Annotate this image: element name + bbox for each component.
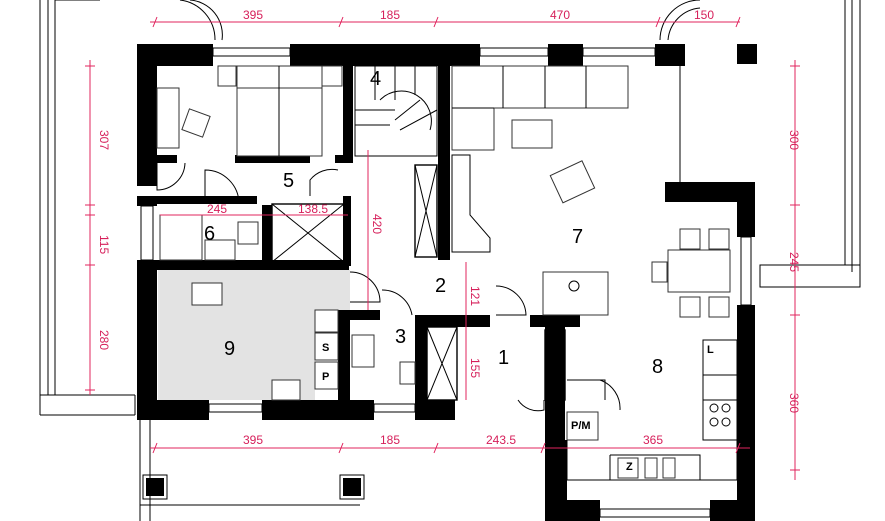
terrace-arcs [39,0,861,521]
appliance-z-label: Z [626,461,633,473]
walls [137,44,757,521]
dim-420: 420 [370,214,384,234]
dim-top-2: 185 [380,8,400,22]
room-9-label: 9 [224,338,235,360]
appliance-p-label: P [322,371,329,383]
room-6-label: 6 [204,223,215,245]
dim-top-1: 395 [243,8,263,22]
living-room-furniture [451,65,629,316]
room-numbers: 1 2 3 4 5 6 7 8 9 [204,68,663,378]
dining-set [651,228,731,318]
dim-left-1: 307 [97,130,111,150]
appliance-l-label: L [707,344,714,356]
dim-245: 245 [207,202,227,216]
hall-storage [414,154,566,401]
dim-bottom-4: 365 [643,433,663,447]
dimension-labels: 395 185 470 150 395 185 243.5 365 307 11… [97,8,801,447]
utility-room-fixtures [191,282,339,401]
dim-bottom-2: 185 [380,433,400,447]
room-5-label: 5 [283,170,294,192]
appliance-s-label: S [322,342,329,354]
dim-left-2: 115 [97,235,111,254]
dim-bottom-1: 395 [243,433,263,447]
dim-right-1: 300 [787,130,801,150]
dim-left-3: 280 [97,330,111,350]
stairs [354,65,438,157]
dimension-lines [85,16,800,480]
room-8-label: 8 [652,356,663,378]
dim-138: 138.5 [298,202,328,216]
appliance-pm-label: P/M [571,420,591,432]
room-3-label: 3 [395,326,406,348]
room-7-label: 7 [572,226,583,248]
dim-right-2: 245 [787,252,801,272]
dim-121: 121 [468,286,482,306]
windows [140,47,752,518]
dim-top-3: 470 [550,8,570,22]
appliance-labels: S P P/M Z L [322,342,714,473]
doors [156,162,621,412]
dim-bottom-3: 243.5 [486,433,516,447]
columns [142,474,365,500]
room-1-label: 1 [498,347,509,369]
room-4-label: 4 [370,68,381,90]
room-2-label: 2 [435,275,446,297]
bedroom-furniture [156,65,343,157]
kitchen-units [566,339,738,481]
dim-155: 155 [468,358,482,378]
bathroom-6-fixtures [159,203,345,263]
bathroom-3-fixtures [351,326,458,401]
dim-top-4: 150 [694,8,714,22]
dim-right-3: 360 [787,393,801,413]
